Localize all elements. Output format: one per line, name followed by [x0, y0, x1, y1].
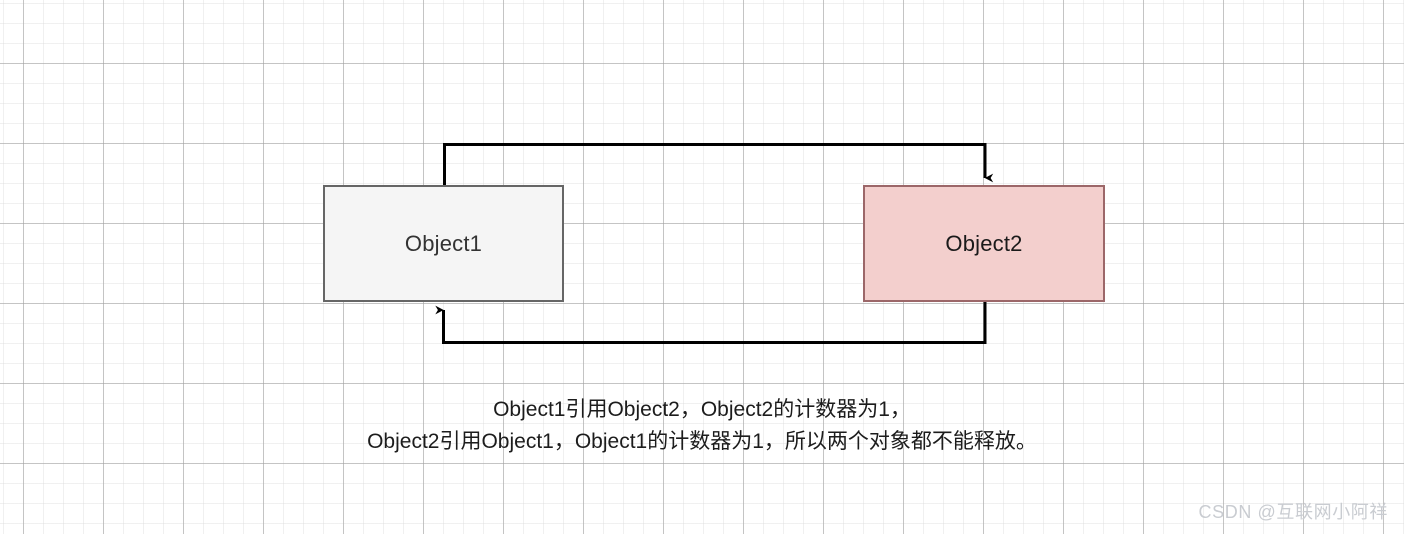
watermark: CSDN @互联网小阿祥	[1198, 502, 1388, 522]
node-object1[interactable]: Object1	[323, 185, 564, 302]
edge-object2-to-object1	[435, 301, 987, 344]
edge-object1-to-object2	[443, 143, 994, 186]
node-object2-label: Object2	[945, 230, 1023, 256]
node-object2[interactable]: Object2	[863, 185, 1105, 302]
diagram-caption: Object1引用Object2，Object2的计数器为1， Object2引…	[0, 394, 1404, 458]
node-object1-label: Object1	[404, 230, 483, 256]
caption-line-2: Object2引用Object1，Object1的计数器为1，所以两个对象都不能…	[367, 430, 1037, 453]
caption-line-1: Object1引用Object2，Object2的计数器为1，	[493, 398, 911, 421]
